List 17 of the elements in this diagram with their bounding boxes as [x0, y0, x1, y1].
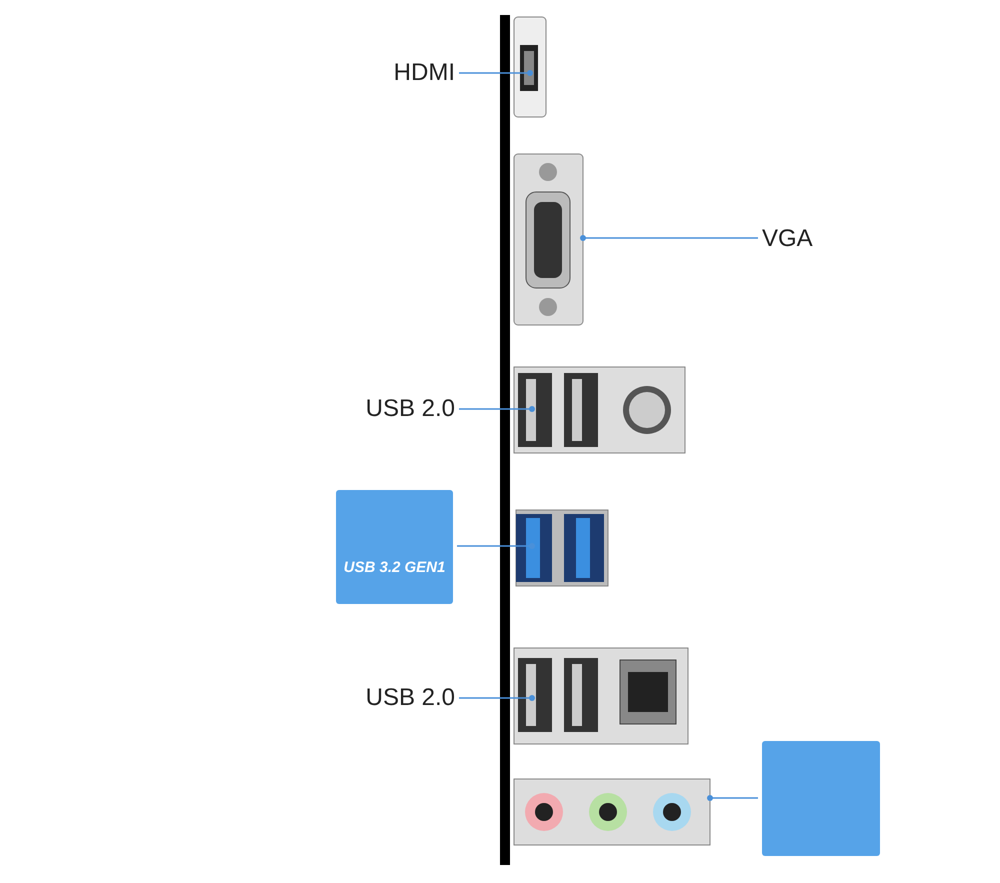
leader-line	[459, 406, 535, 412]
leader-line	[459, 70, 533, 76]
hdmi-port-drawing	[512, 15, 548, 120]
port-label: USB 2.0	[345, 682, 455, 714]
port-label: USB 2.0	[345, 393, 455, 425]
audio-badge	[762, 741, 880, 856]
audio-jacks-drawing	[512, 777, 712, 847]
leader-line	[457, 543, 535, 549]
leader-line	[459, 695, 535, 701]
port-label: VGA	[762, 222, 832, 256]
usb-lan-ports-drawing	[512, 646, 690, 746]
leader-line	[707, 795, 758, 801]
leader-line	[580, 235, 758, 241]
usb-ps2-ports-drawing	[512, 365, 687, 455]
port-label: HDMI	[380, 58, 455, 88]
usb-badge: USB 3.2 GEN1	[336, 490, 453, 604]
vga-port-drawing	[512, 152, 585, 327]
